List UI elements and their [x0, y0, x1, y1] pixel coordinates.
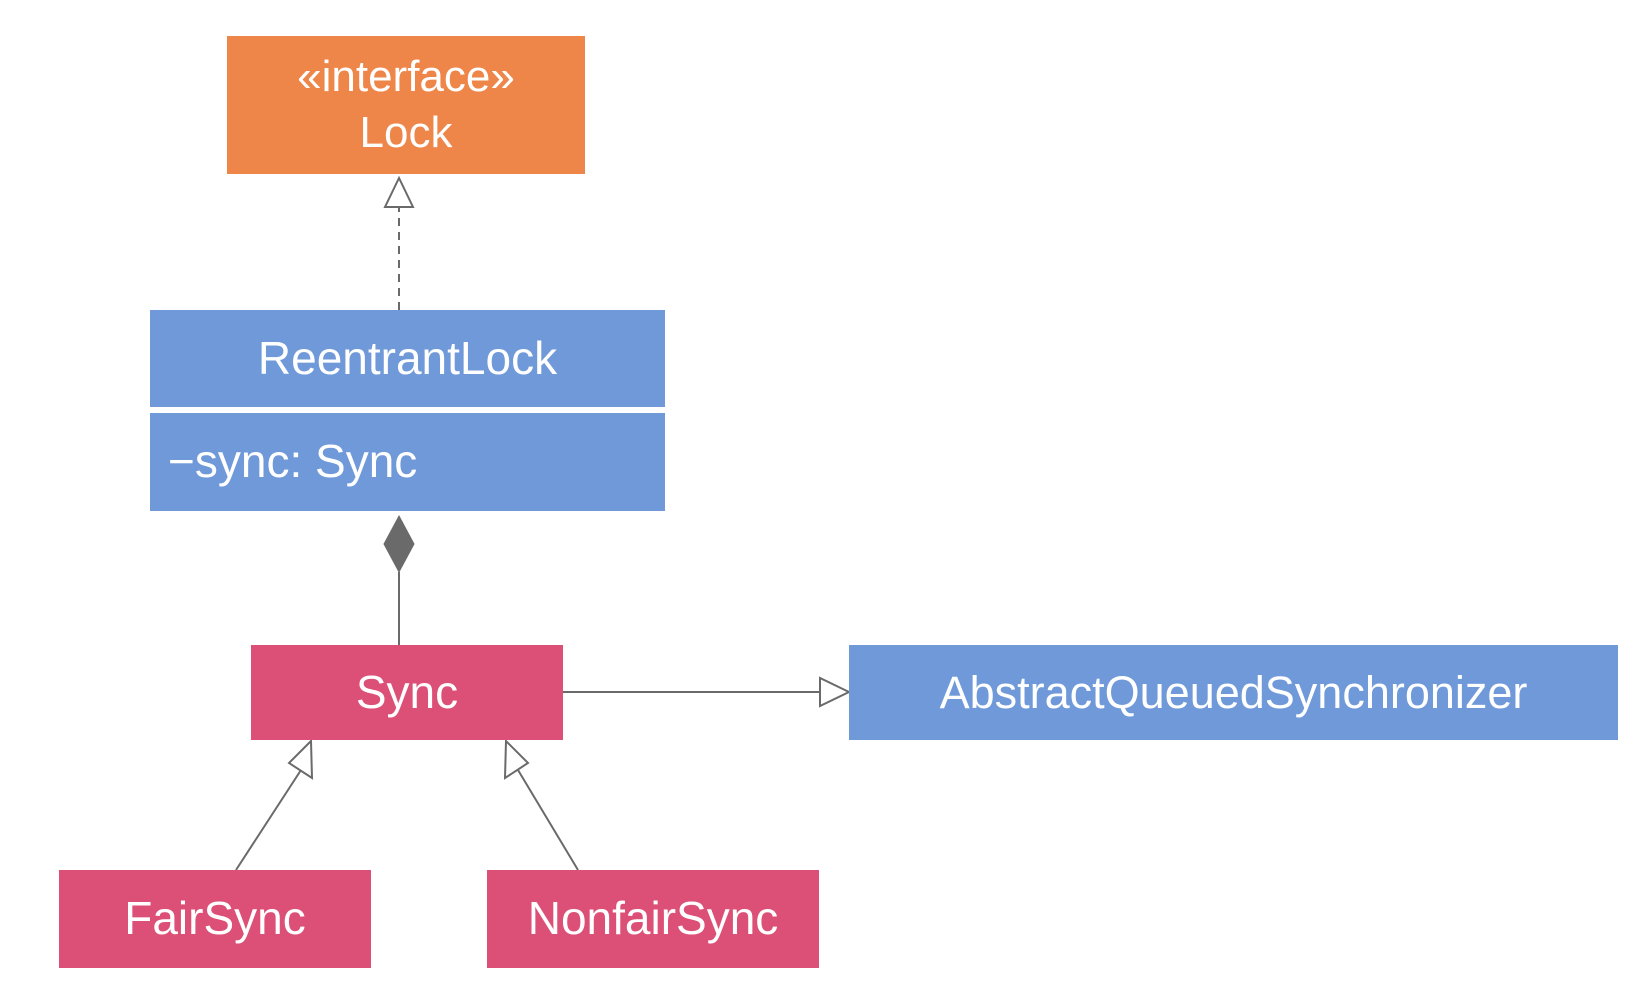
nonfairsync-hollow-arrowhead — [503, 738, 530, 780]
composition-connector — [383, 514, 415, 645]
fairsync-name: FairSync — [124, 892, 306, 945]
composition-filled-diamond — [383, 514, 415, 574]
nonfairsync-class-box: NonfairSync — [487, 870, 819, 968]
fairsync-class-box: FairSync — [59, 870, 371, 968]
fairsync-hollow-arrowhead — [287, 738, 314, 780]
sync-name: Sync — [355, 665, 459, 718]
reentrantlock-attribute: −sync: Sync — [168, 435, 418, 488]
aqs-class-box: AbstractQueuedSynchronizer — [849, 645, 1618, 740]
sync-aqs-generalization — [563, 676, 852, 708]
sync-class-box: Sync — [251, 645, 563, 740]
lock-interface-box: «interface» Lock — [227, 36, 585, 174]
realization-connector — [383, 175, 415, 310]
reentrantlock-name: ReentrantLock — [257, 331, 558, 384]
lock-stereotype: «interface» — [297, 51, 515, 101]
nonfairsync-line — [517, 769, 579, 871]
lock-name: Lock — [359, 108, 453, 157]
fairsync-line — [235, 769, 302, 871]
aqs-name: AbstractQueuedSynchronizer — [939, 666, 1528, 718]
nonfairsync-name: NonfairSync — [527, 892, 779, 945]
nonfairsync-generalization — [503, 738, 579, 871]
reentrantlock-name-box: ReentrantLock — [150, 310, 665, 407]
fairsync-generalization — [235, 738, 314, 871]
sync-aqs-hollow-arrowhead — [819, 676, 852, 708]
realization-hollow-arrowhead — [383, 175, 415, 208]
reentrantlock-attributes-box: −sync: Sync — [150, 413, 665, 511]
